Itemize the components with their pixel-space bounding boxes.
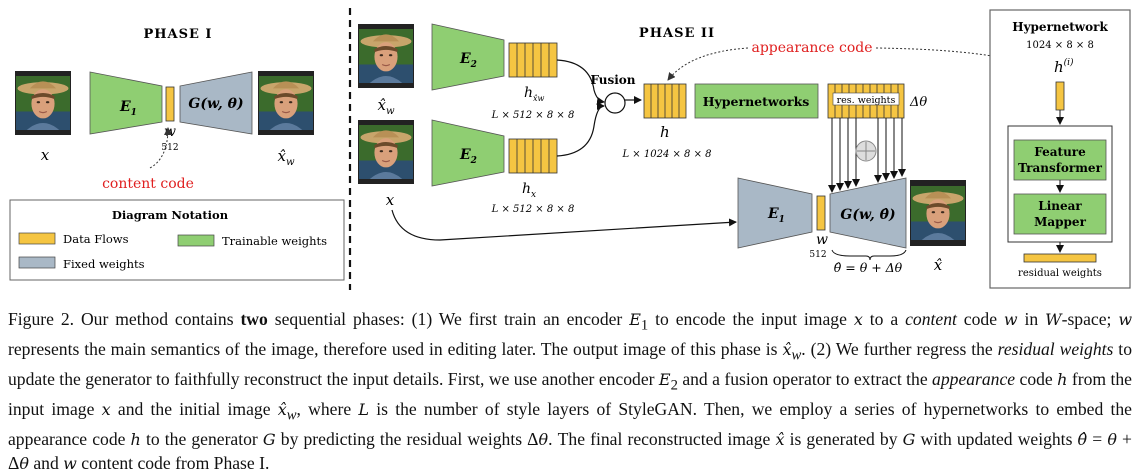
phase1-encoder	[89, 71, 163, 135]
figure-caption: Figure 2. Our method contains two sequen…	[8, 309, 1133, 474]
phase2-bottom-encoder2-label: E2	[459, 147, 477, 166]
linear-mapper-block	[1013, 193, 1107, 235]
x-to-encoder1-arrow	[391, 209, 737, 241]
fusion-operator	[604, 92, 626, 114]
phase2-top-input-image	[358, 24, 414, 88]
caption-label: Figure 2.	[8, 309, 75, 329]
notation-title: Diagram Notation	[112, 208, 229, 222]
feature-transformer-block	[1013, 139, 1107, 181]
phase2-generator	[829, 177, 907, 249]
content-code-label: content code	[102, 176, 194, 192]
phase1-code-label: w	[164, 124, 176, 140]
hypernetworks-label: Hypernetworks	[703, 94, 810, 109]
phase1-output-image	[258, 71, 314, 135]
fusion-arrow-bottom	[556, 102, 605, 157]
phase2-generator-label: G(w, θ̂)	[840, 207, 895, 223]
h-top-label: hx̂w	[524, 85, 545, 103]
h-fused-tensor	[643, 83, 687, 119]
theta-brace	[831, 249, 907, 261]
h-bottom-dim: L × 512 × 8 × 8	[491, 204, 575, 215]
phase1-generator-label: G(w, θ)	[188, 96, 243, 112]
res-weights-label: res. weights	[837, 95, 896, 106]
notation-fixed: Fixed weights	[63, 257, 145, 271]
phase2-top-encoder2	[431, 23, 505, 91]
phase2-output-image	[910, 180, 966, 246]
phase2-top-encoder2-label: E2	[459, 51, 477, 70]
phase1-input-label: x	[41, 146, 50, 164]
phase1-code-dim: 512	[161, 143, 178, 153]
hypernetwork-dims: 1024 × 8 × 8	[1026, 40, 1094, 51]
hypernetworks-block	[694, 83, 819, 119]
phase2-encoder1	[737, 177, 813, 249]
fusion-arrow-top	[556, 59, 605, 105]
residual-weights-label: residual weights	[1018, 268, 1102, 279]
phase1-generator	[179, 71, 253, 135]
theta-equation: θ̂ = θ + Δθ	[834, 260, 903, 275]
phase1-encoder-label: E1	[119, 99, 137, 118]
plus-operator	[855, 140, 877, 162]
res-weights-tensor	[827, 83, 905, 119]
phase2-code-label: w	[816, 232, 828, 248]
h-bottom-tensor	[508, 138, 558, 174]
phase2-content-code-block	[816, 195, 826, 231]
phase2-top-input-label: x̂w	[377, 96, 394, 117]
linear-mapper-label-2: Mapper	[1034, 215, 1086, 229]
phase1-title: PHASE I	[143, 27, 212, 42]
appearance-code-label: appearance code	[751, 40, 872, 56]
delta-theta-label: Δθ	[909, 95, 927, 110]
notation-fixed-swatch	[18, 256, 56, 269]
hypernetwork-title: Hypernetwork	[1012, 20, 1108, 34]
appearance-code-arrow-left	[667, 47, 749, 81]
residual-weights-block	[1023, 253, 1097, 263]
feature-transformer-label-1: Feature	[1034, 145, 1086, 159]
phase2-title: PHASE II	[639, 26, 715, 41]
phase2-bottom-input-label: x	[386, 191, 395, 209]
notation-trainable: Trainable weights	[222, 234, 327, 248]
method-diagram: PHASE I x E1 w 512 G(w, θ) x̂w content c…	[9, 8, 1131, 290]
fusion-label: Fusion	[590, 73, 635, 87]
phase2-encoder1-label: E1	[767, 206, 785, 225]
phase1-output-label: x̂w	[277, 147, 294, 168]
phase1-input-image	[15, 71, 71, 135]
h-label: h	[660, 123, 670, 141]
phase2-bottom-encoder2	[431, 119, 505, 187]
diagram-notation-box: Diagram Notation Data Flows Trainable we…	[9, 199, 345, 281]
h-dim: L × 1024 × 8 × 8	[621, 149, 711, 160]
phase2-code-dim: 512	[809, 250, 826, 260]
phase2-output-label: x̂	[934, 256, 943, 274]
linear-mapper-label-1: Linear	[1038, 199, 1082, 213]
hypernetwork-h-label: h(i)	[1054, 57, 1074, 76]
phase2-bottom-input-image	[358, 120, 414, 184]
content-code-arrow	[149, 127, 172, 169]
h-bottom-label: hx	[522, 181, 536, 200]
notation-data-flows: Data Flows	[63, 232, 129, 246]
h-top-tensor	[508, 42, 558, 78]
phase1-content-code-block	[165, 86, 175, 122]
hypernetwork-h-block	[1055, 81, 1065, 111]
hypernetwork-detail-box: Hypernetwork 1024 × 8 × 8 h(i) Feature T…	[989, 9, 1131, 289]
notation-trainable-swatch	[177, 234, 215, 247]
notation-data-swatch	[18, 232, 56, 245]
feature-transformer-label-2: Transformer	[1018, 161, 1102, 175]
h-top-dim: L × 512 × 8 × 8	[491, 110, 575, 121]
